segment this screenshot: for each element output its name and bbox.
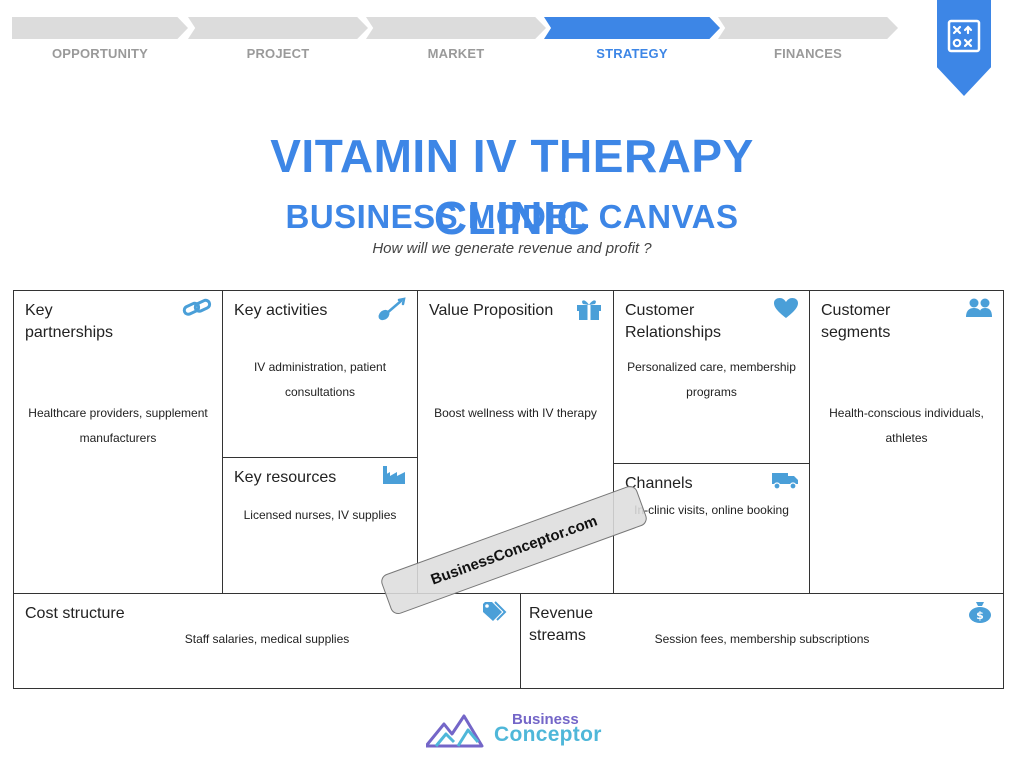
cost-structure-title: Cost structure xyxy=(25,605,125,622)
title-line-1: VITAMIN IV THERAPY xyxy=(270,130,754,182)
step-label: OPPORTUNITY xyxy=(51,46,149,61)
customer-relationships-text: Personalized care, membership programs xyxy=(627,360,796,399)
key-activities-title: Key activities xyxy=(234,302,328,319)
truck-icon xyxy=(772,473,798,490)
step-project[interactable]: PROJECT xyxy=(188,17,368,65)
customer-relationships-block: Customer Relationships Personalized care… xyxy=(613,290,810,464)
value-proposition-title: Value Proposition xyxy=(429,302,554,319)
shovel-icon xyxy=(378,297,406,321)
page-title: VITAMIN IV THERAPY CLINIC xyxy=(0,128,1024,244)
progress-steps: OPPORTUNITY PROJECT MARKET STRATEGY FINA… xyxy=(12,17,902,65)
revenue-streams-text: Session fees, membership subscriptions xyxy=(654,632,870,646)
key-activities-text: IV administration, patient consultations xyxy=(253,360,387,399)
strategy-badge[interactable] xyxy=(937,0,991,96)
canvas-tagline: How will we generate revenue and profit … xyxy=(372,240,652,257)
revenue-streams-title: Revenue streams xyxy=(529,605,594,644)
money-bag-icon: $ xyxy=(969,602,991,623)
cost-structure-block: Cost structure Staff salaries, medical s… xyxy=(13,593,521,689)
svg-text:$: $ xyxy=(976,609,984,622)
key-partnerships-text: Healthcare providers, supplement manufac… xyxy=(28,406,208,445)
title-line-2: CLINIC xyxy=(433,192,591,244)
business-conceptor-logo[interactable]: Business Conceptor xyxy=(426,708,606,752)
step-strategy[interactable]: STRATEGY xyxy=(544,17,720,65)
canvas-subtitle: BUSINESS MODEL CANVAS xyxy=(285,198,739,235)
step-label: MARKET xyxy=(427,46,485,61)
value-proposition-text: Boost wellness with IV therapy xyxy=(434,406,597,420)
step-label: STRATEGY xyxy=(596,46,668,61)
key-partnerships-block: Key partnerships Healthcare providers, s… xyxy=(13,290,223,594)
step-finances[interactable]: FINANCES xyxy=(718,17,898,65)
step-label: PROJECT xyxy=(246,46,310,61)
tag-icon xyxy=(483,601,507,621)
step-market[interactable]: MARKET xyxy=(366,17,546,65)
customer-segments-block: Customer segments Health-conscious indiv… xyxy=(809,290,1004,594)
channels-block: Channels In-clinic visits, online bookin… xyxy=(613,463,810,594)
customer-relationships-title: Customer Relationships xyxy=(625,302,722,341)
key-resources-title: Key resources xyxy=(234,469,337,486)
key-resources-block: Key resources Licensed nurses, IV suppli… xyxy=(222,457,418,594)
logo-word-business: Business xyxy=(512,711,579,728)
strategy-board-icon xyxy=(947,19,981,53)
key-partnerships-title: Key partnerships xyxy=(25,302,114,341)
customer-segments-text: Health-conscious individuals, athletes xyxy=(829,406,984,445)
users-icon xyxy=(966,298,992,317)
key-activities-block: Key activities IV administration, patien… xyxy=(222,290,418,458)
customer-segments-title: Customer segments xyxy=(821,302,891,341)
key-resources-text: Licensed nurses, IV supplies xyxy=(243,508,397,522)
gift-icon xyxy=(577,300,601,320)
cost-structure-text: Staff salaries, medical supplies xyxy=(184,632,350,646)
logo-word-conceptor: Conceptor xyxy=(494,723,602,746)
heart-icon xyxy=(774,298,798,318)
revenue-streams-block: Revenue streams $ Session fees, membersh… xyxy=(520,593,1004,689)
factory-icon xyxy=(383,466,405,484)
step-opportunity[interactable]: OPPORTUNITY xyxy=(12,17,188,65)
channels-title: Channels xyxy=(625,475,693,492)
mountain-logo-icon xyxy=(426,714,484,748)
channels-text: In-clinic visits, online booking xyxy=(634,503,789,517)
step-label: FINANCES xyxy=(773,46,843,61)
link-icon xyxy=(182,298,212,316)
